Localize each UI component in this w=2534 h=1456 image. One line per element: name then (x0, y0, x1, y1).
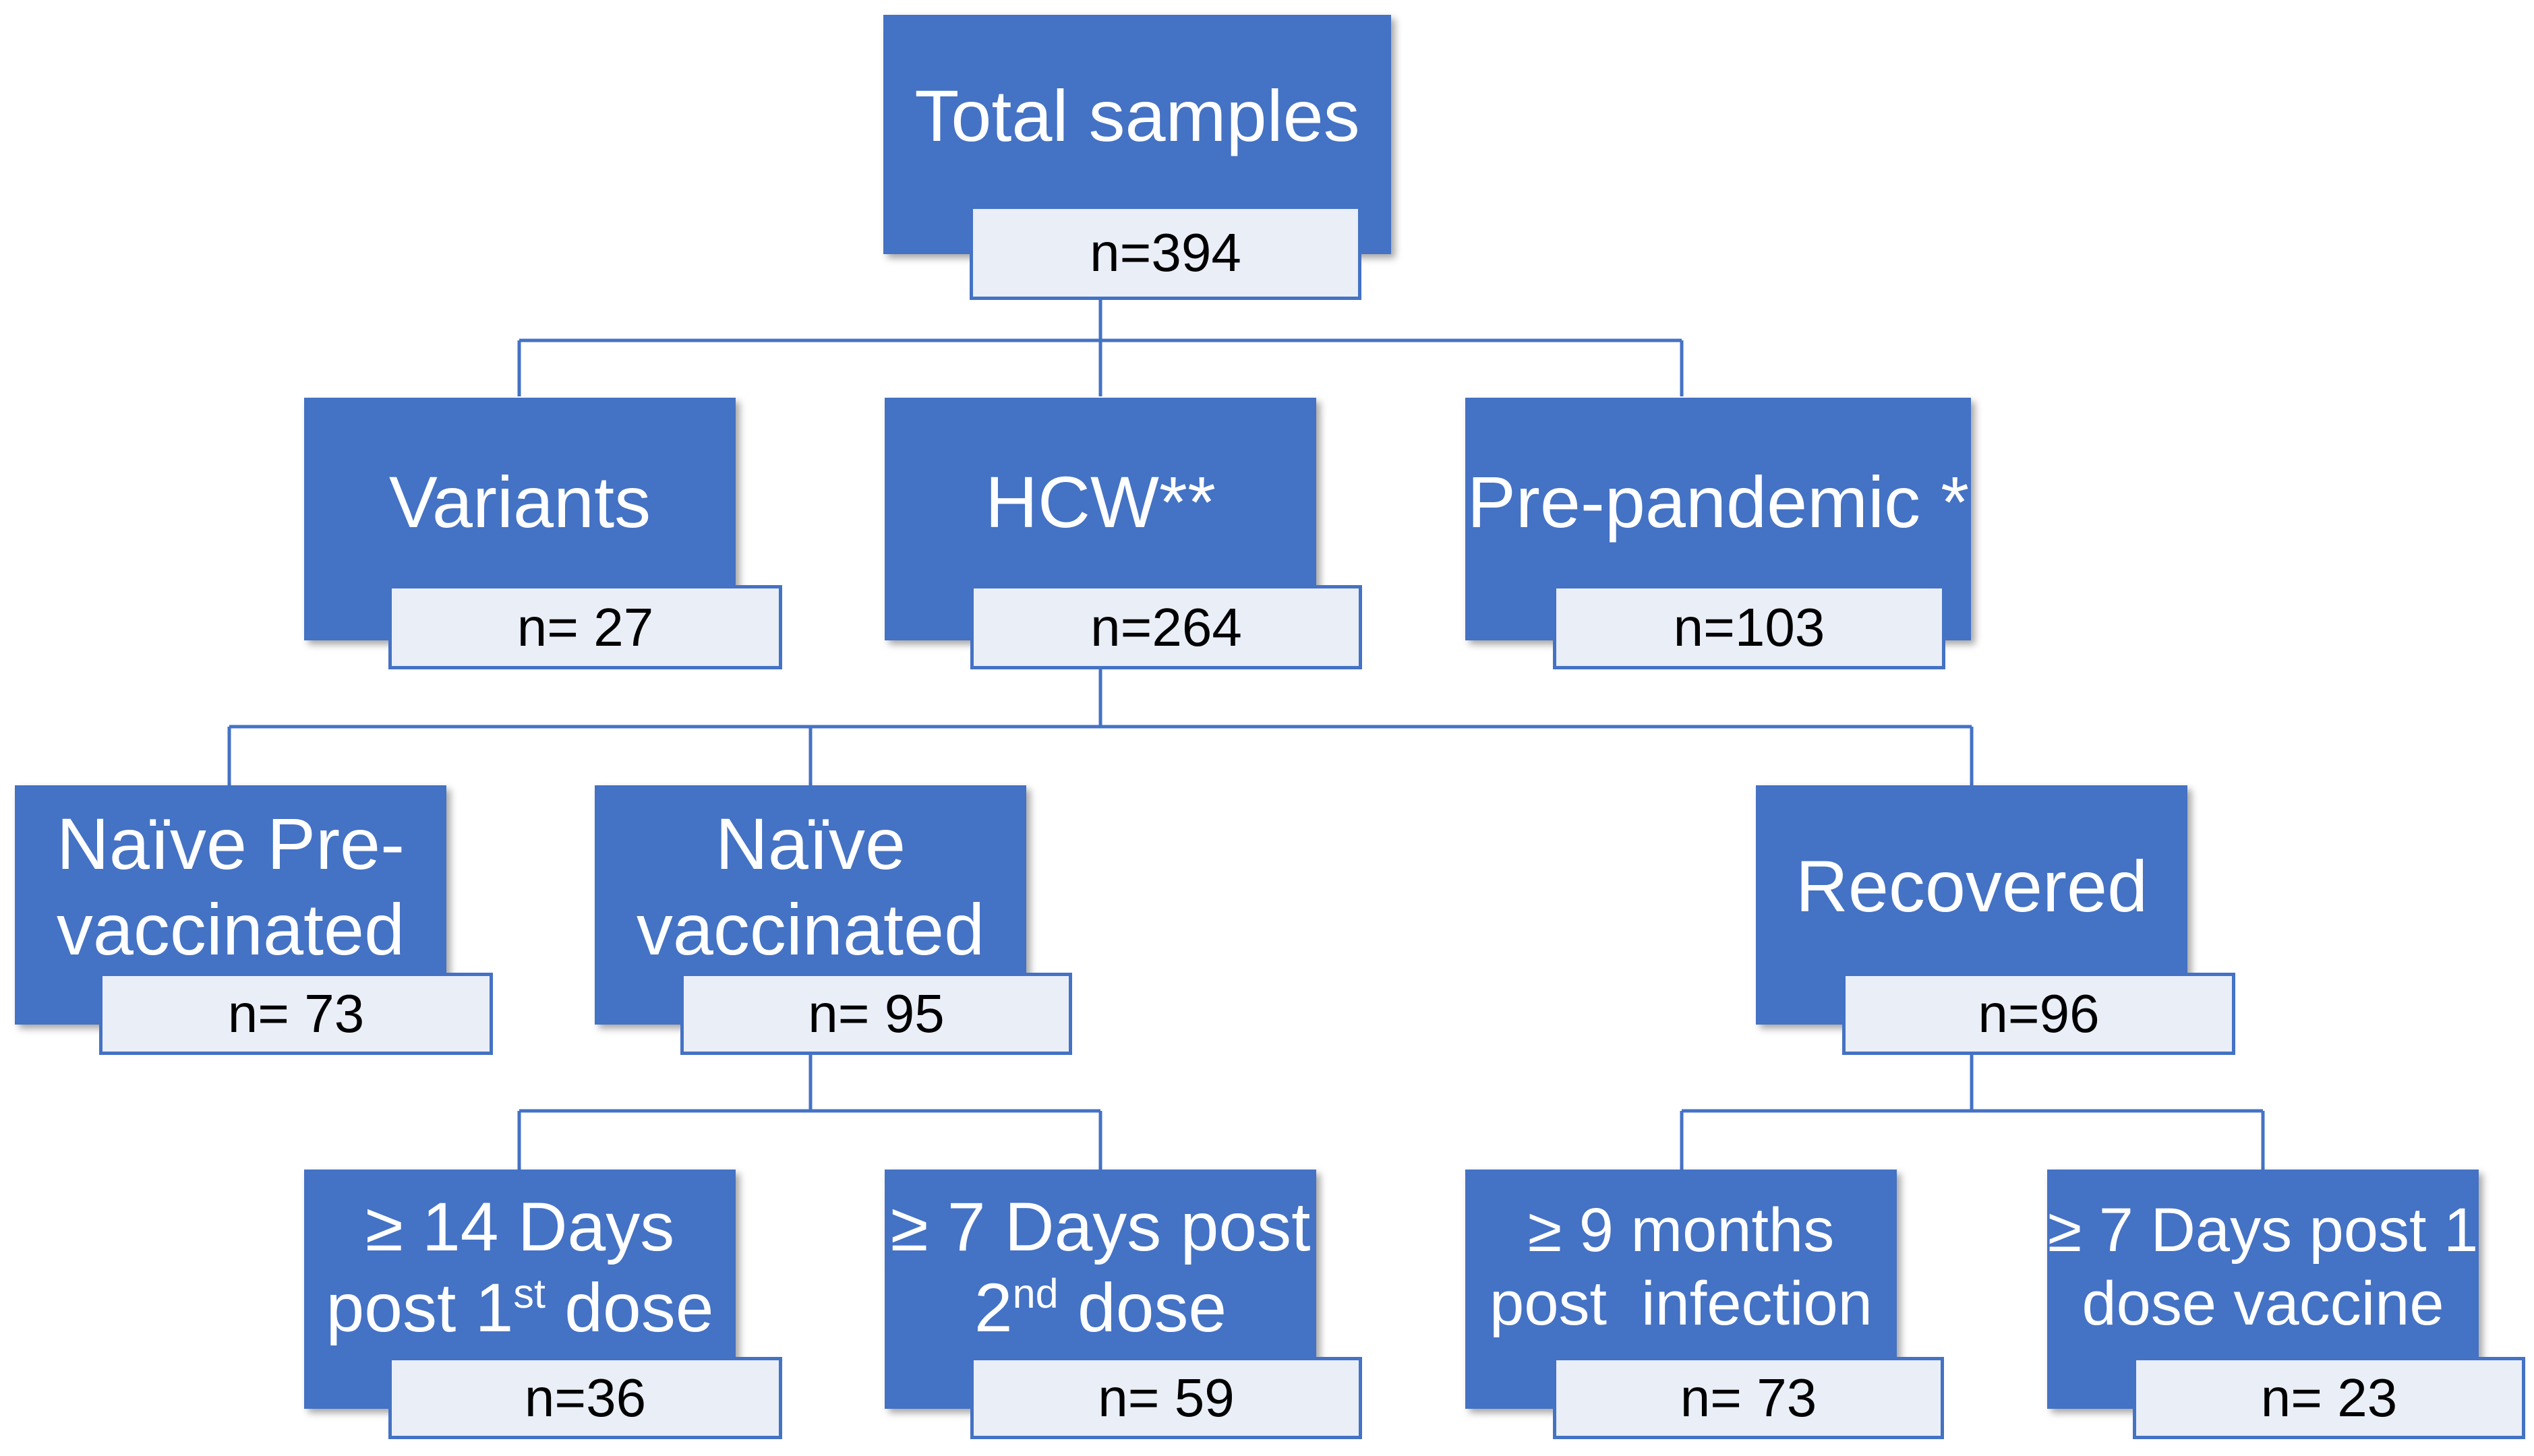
connector-recovered-children (1680, 1053, 2265, 1170)
node-recovered: Recovered n=96 (1756, 785, 2235, 1055)
node-7-days-post-2nd-dose: ≥ 7 Days post 2nd dose n= 59 (885, 1170, 1363, 1439)
label-line-2: post infection (1490, 1269, 1873, 1338)
label-line-1: Naïve (715, 802, 906, 884)
label-line-2: post 1st dose (326, 1269, 714, 1346)
node-label: Recovered (1795, 845, 2148, 928)
node-count: n=103 (1553, 585, 1945, 669)
node-label: Pre-pandemic * (1467, 461, 1970, 543)
label-line-2: dose vaccine (2082, 1269, 2444, 1338)
connector-total-children (517, 283, 1684, 396)
node-count: n= 23 (2133, 1357, 2525, 1439)
label-line-1: ≥ 14 Days (365, 1188, 675, 1265)
node-label: Total samples (914, 75, 1360, 157)
node-count: n=264 (970, 585, 1362, 669)
connector-naive-vacc-children (517, 1053, 1102, 1170)
node-label: Naïve Pre- vaccinated (15, 785, 446, 988)
label-line-1: ≥ 9 months (1527, 1196, 1835, 1265)
node-label: Naïve vaccinated (595, 785, 1026, 988)
label-line-1: ≥ 7 Days post 1 (2047, 1196, 2479, 1265)
node-label: ≥ 7 Days post 2nd dose (885, 1170, 1316, 1365)
connector-hcw-children (227, 667, 1974, 785)
label-line-2: vaccinated (56, 888, 405, 970)
node-label: ≥ 9 months post infection (1465, 1170, 1897, 1365)
node-count: n= 95 (680, 973, 1072, 1055)
node-hcw: HCW** n=264 (885, 398, 1363, 669)
node-count: n= 27 (388, 585, 782, 669)
node-total-samples: Total samples n=394 (883, 15, 1391, 300)
node-count: n= 73 (1553, 1357, 1944, 1439)
label-line-1: ≥ 7 Days post (890, 1188, 1311, 1265)
node-label: HCW** (985, 461, 1216, 543)
node-naive-vaccinated: Naïve vaccinated n= 95 (595, 785, 1073, 1055)
node-14-days-post-1st-dose: ≥ 14 Days post 1st dose n=36 (304, 1170, 783, 1439)
node-naive-pre-vaccinated: Naïve Pre- vaccinated n= 73 (15, 785, 494, 1055)
node-9-months-post-infection: ≥ 9 months post infection n= 73 (1465, 1170, 1944, 1439)
node-count: n=394 (970, 206, 1361, 300)
label-line-1: Naïve Pre- (56, 802, 405, 884)
node-count: n= 59 (970, 1357, 1362, 1439)
node-pre-pandemic: Pre-pandemic * n=103 (1465, 398, 1971, 669)
node-count: n=96 (1842, 973, 2235, 1055)
node-variants: Variants n= 27 (304, 398, 783, 669)
node-label: Variants (388, 461, 651, 543)
node-label: ≥ 7 Days post 1 dose vaccine (2047, 1170, 2479, 1365)
label-line-2: 2nd dose (974, 1269, 1227, 1346)
node-label: ≥ 14 Days post 1st dose (304, 1170, 736, 1365)
node-count: n= 73 (99, 973, 493, 1055)
node-count: n=36 (388, 1357, 782, 1439)
label-line-2: vaccinated (636, 888, 985, 970)
node-7-days-post-1-dose-vaccine: ≥ 7 Days post 1 dose vaccine n= 23 (2047, 1170, 2527, 1439)
